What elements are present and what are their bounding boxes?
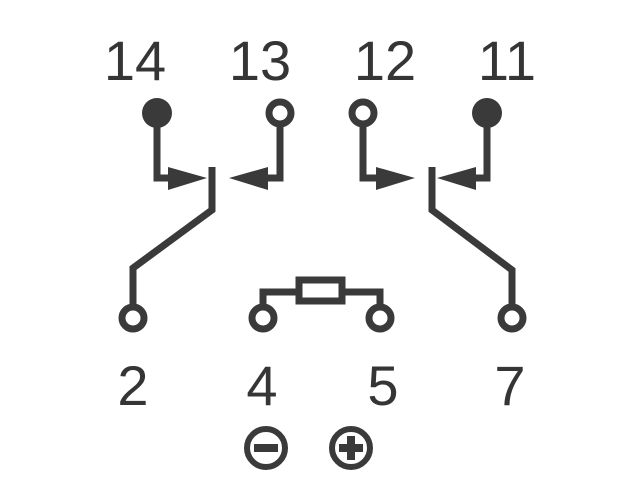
pin-label-11: 11: [478, 29, 536, 92]
arrow-13: [229, 167, 268, 190]
arrow-11: [437, 167, 476, 190]
minus-icon: [244, 426, 288, 470]
arrow-12: [376, 167, 415, 190]
terminal-4: [248, 303, 278, 333]
terminal-11-filled: [472, 98, 502, 128]
terminal-7: [497, 303, 527, 333]
terminal-13: [265, 98, 295, 128]
pin-label-2: 2: [117, 354, 148, 417]
arrow-14: [168, 167, 207, 190]
terminal-14-filled: [142, 98, 172, 128]
pin-label-5: 5: [367, 354, 398, 417]
coil-resistor: [295, 276, 346, 305]
plus-icon: [329, 426, 373, 470]
pin-label-7: 7: [494, 354, 525, 417]
pin-label-13: 13: [229, 29, 291, 92]
pin-label-14: 14: [104, 29, 166, 92]
terminal-5: [365, 303, 395, 333]
terminal-12: [348, 98, 378, 128]
pin-label-4: 4: [246, 354, 277, 417]
switch-arm-left: [129, 167, 216, 318]
terminal-2: [118, 303, 148, 333]
switch-arm-right: [428, 167, 516, 318]
pin-label-12: 12: [354, 29, 416, 92]
